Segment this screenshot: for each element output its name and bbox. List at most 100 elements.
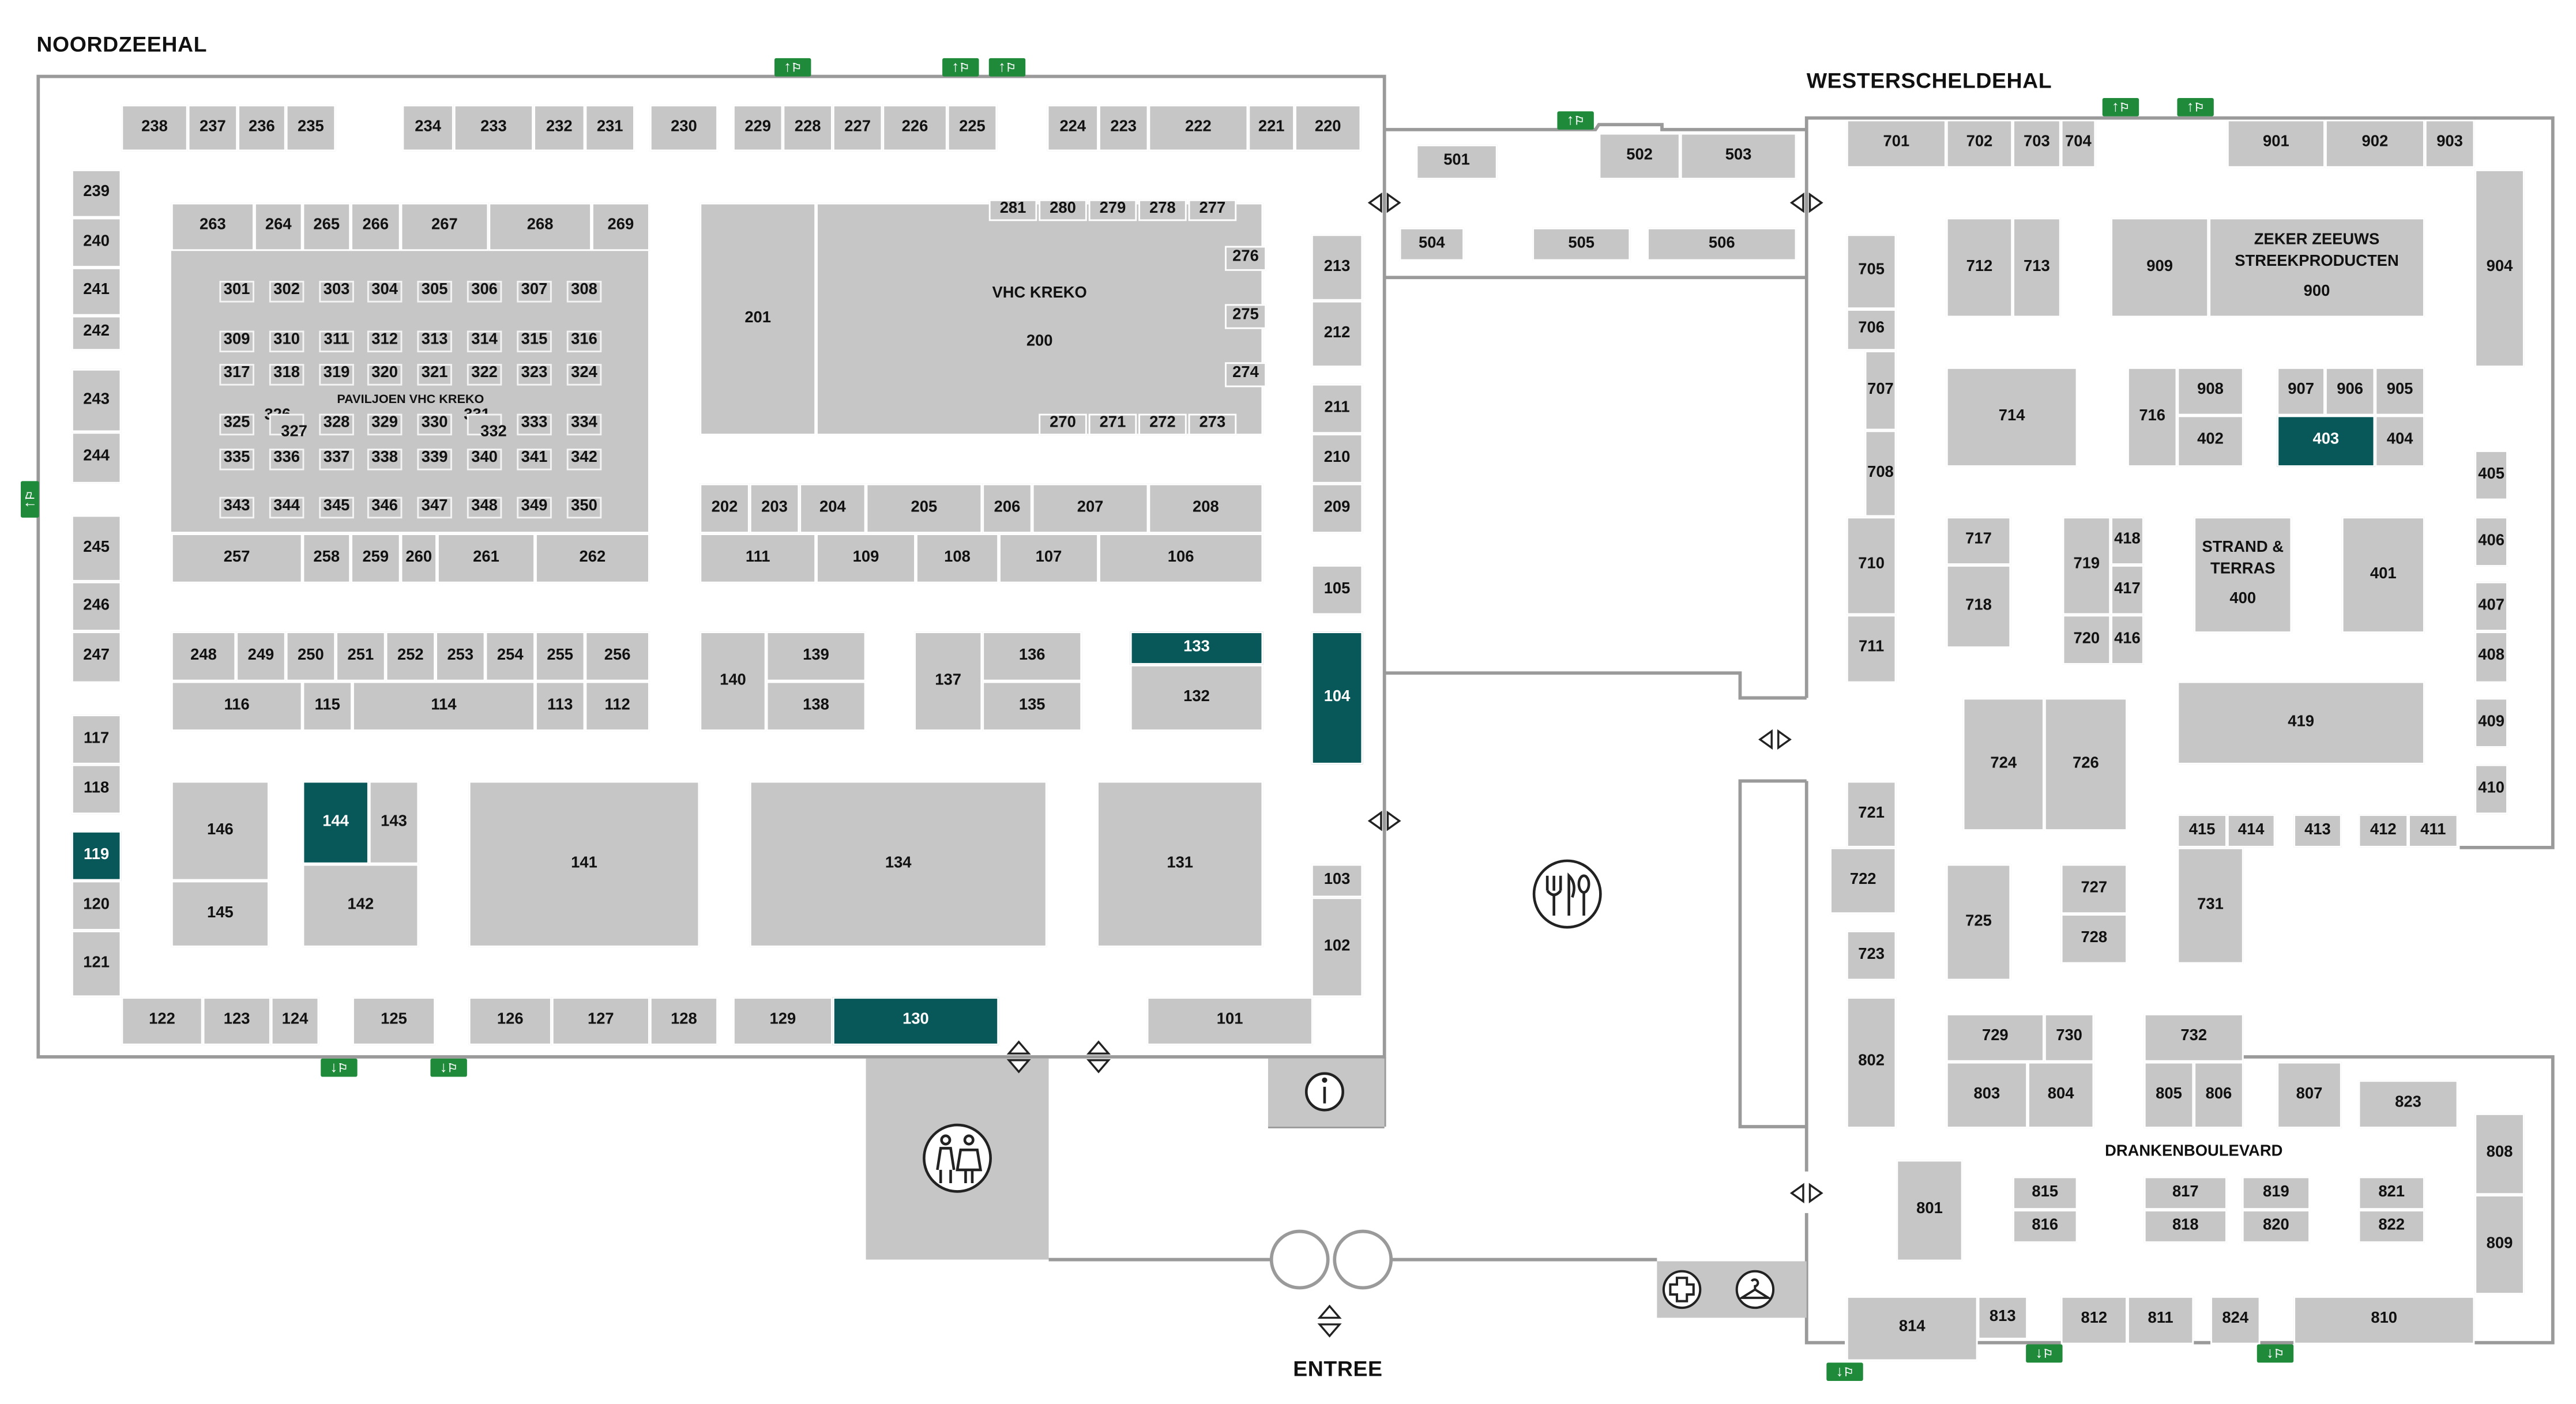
booth-232[interactable]: 232 <box>533 104 585 152</box>
booth-703[interactable]: 703 <box>2013 119 2061 168</box>
booth-716[interactable]: 716 <box>2127 367 2178 467</box>
booth-713[interactable]: 713 <box>2013 217 2061 318</box>
booth-705[interactable]: 705 <box>1846 234 1897 310</box>
booth-334[interactable]: 334 <box>566 413 602 436</box>
booth-134[interactable]: 134 <box>749 781 1047 947</box>
booth-112[interactable]: 112 <box>585 681 650 732</box>
booth-201[interactable]: 201 <box>700 202 817 436</box>
booth-113[interactable]: 113 <box>535 681 585 732</box>
booth-249[interactable]: 249 <box>236 631 286 682</box>
booth-208[interactable]: 208 <box>1148 483 1263 534</box>
booth-823[interactable]: 823 <box>2358 1080 2458 1128</box>
booth-116[interactable]: 116 <box>171 681 303 732</box>
booth-706[interactable]: 706 <box>1846 309 1897 351</box>
booth-901[interactable]: 901 <box>2227 119 2325 168</box>
booth-140[interactable]: 140 <box>700 631 766 732</box>
booth-268[interactable]: 268 <box>488 202 592 251</box>
coat-hanger-icon[interactable] <box>1735 1270 1775 1309</box>
booth-130[interactable]: 130 <box>832 997 999 1045</box>
booth-719[interactable]: 719 <box>2062 517 2111 615</box>
booth-817[interactable]: 817 <box>2143 1176 2227 1210</box>
booth-718[interactable]: 718 <box>1946 564 2011 648</box>
booth-814[interactable]: 814 <box>1846 1296 1978 1361</box>
booth-413[interactable]: 413 <box>2293 814 2342 848</box>
booth-348[interactable]: 348 <box>467 496 502 519</box>
booth-808[interactable]: 808 <box>2475 1113 2525 1195</box>
booth-909[interactable]: 909 <box>2111 217 2209 318</box>
booth-123[interactable]: 123 <box>202 997 271 1045</box>
booth-224[interactable]: 224 <box>1047 104 1099 152</box>
booth-803[interactable]: 803 <box>1946 1062 2028 1128</box>
booth-204[interactable]: 204 <box>799 483 866 534</box>
booth-205[interactable]: 205 <box>866 483 983 534</box>
booth-234[interactable]: 234 <box>402 104 454 152</box>
booth-412[interactable]: 412 <box>2358 814 2409 848</box>
booth-111[interactable]: 111 <box>700 533 817 584</box>
booth-726[interactable]: 726 <box>2044 698 2127 831</box>
booth-242[interactable]: 242 <box>71 315 122 351</box>
booth-822[interactable]: 822 <box>2358 1210 2425 1243</box>
booth-504[interactable]: 504 <box>1399 227 1465 261</box>
booth-136[interactable]: 136 <box>982 631 1082 682</box>
booth-707[interactable]: 707 <box>1864 351 1897 431</box>
booth-144[interactable]: 144 <box>302 781 369 864</box>
booth-325[interactable]: 325 <box>219 413 254 436</box>
booth-712[interactable]: 712 <box>1946 217 2013 318</box>
booth-907[interactable]: 907 <box>2277 367 2325 416</box>
booth-301[interactable]: 301 <box>219 281 254 303</box>
booth-246[interactable]: 246 <box>71 581 122 632</box>
booth-317[interactable]: 317 <box>219 364 254 386</box>
booth-271[interactable]: 271 <box>1088 413 1137 436</box>
booth-243[interactable]: 243 <box>71 368 122 432</box>
booth-262[interactable]: 262 <box>535 533 650 584</box>
booth-710[interactable]: 710 <box>1846 517 1897 615</box>
booth-321[interactable]: 321 <box>417 364 452 386</box>
booth-239[interactable]: 239 <box>71 169 122 218</box>
booth-252[interactable]: 252 <box>385 631 436 682</box>
booth-105[interactable]: 105 <box>1311 564 1363 615</box>
booth-342[interactable]: 342 <box>566 449 602 470</box>
booth-346[interactable]: 346 <box>367 496 403 519</box>
booth-146[interactable]: 146 <box>171 781 269 881</box>
booth-114[interactable]: 114 <box>352 681 536 732</box>
booth-330[interactable]: 330 <box>417 413 452 436</box>
door-arrows-icon[interactable] <box>1789 192 1823 213</box>
booth-809[interactable]: 809 <box>2475 1195 2525 1295</box>
booth-261[interactable]: 261 <box>437 533 536 584</box>
booth-312[interactable]: 312 <box>367 330 403 352</box>
booth-272[interactable]: 272 <box>1138 413 1187 436</box>
booth-416[interactable]: 416 <box>2111 615 2144 665</box>
booth-259[interactable]: 259 <box>351 533 401 584</box>
booth-119[interactable]: 119 <box>71 831 122 881</box>
booth-202[interactable]: 202 <box>700 483 750 534</box>
booth-250[interactable]: 250 <box>285 631 336 682</box>
booth-407[interactable]: 407 <box>2475 581 2508 632</box>
booth-133[interactable]: 133 <box>1130 631 1263 665</box>
booth-280[interactable]: 280 <box>1039 199 1087 221</box>
booth-813[interactable]: 813 <box>1977 1296 2028 1339</box>
booth-313[interactable]: 313 <box>417 330 452 352</box>
booth-233[interactable]: 233 <box>453 104 534 152</box>
booth-269[interactable]: 269 <box>591 202 650 251</box>
booth-327[interactable]: 327 <box>281 423 307 442</box>
booth-350[interactable]: 350 <box>566 496 602 519</box>
booth-139[interactable]: 139 <box>766 631 866 682</box>
booth-118[interactable]: 118 <box>71 764 122 815</box>
booth-227[interactable]: 227 <box>832 104 883 152</box>
booth-818[interactable]: 818 <box>2143 1210 2227 1243</box>
booth-732[interactable]: 732 <box>2143 1014 2244 1062</box>
booth-727[interactable]: 727 <box>2060 864 2127 914</box>
booth-247[interactable]: 247 <box>71 631 122 683</box>
booth-121[interactable]: 121 <box>71 930 122 998</box>
booth-905[interactable]: 905 <box>2375 367 2425 416</box>
booth-326[interactable] <box>269 413 304 436</box>
booth-145[interactable]: 145 <box>171 880 269 947</box>
booth-236[interactable]: 236 <box>238 104 286 152</box>
booth-347[interactable]: 347 <box>417 496 452 519</box>
door-arrows-icon[interactable] <box>1367 192 1401 213</box>
booth-101[interactable]: 101 <box>1146 997 1313 1045</box>
booth-908[interactable]: 908 <box>2177 367 2244 416</box>
booth-338[interactable]: 338 <box>367 449 403 470</box>
